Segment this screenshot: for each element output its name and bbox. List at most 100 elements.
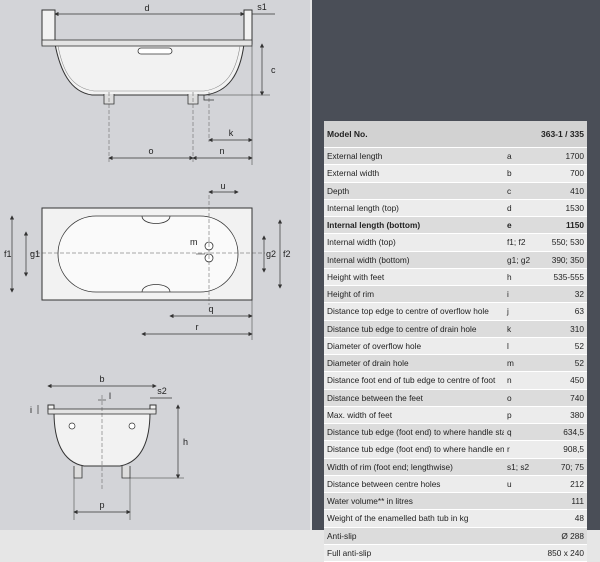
spec-symbol: u <box>504 475 538 494</box>
spec-label: Distance between the feet <box>324 389 504 407</box>
end-foot-left <box>73 466 83 479</box>
spec-symbol: e <box>504 216 538 235</box>
dim-label-s2: s2 <box>157 386 167 396</box>
dim-label-d: d <box>144 3 149 13</box>
spec-label: Water volume** in litres <box>324 492 504 511</box>
spec-label: External length <box>324 147 504 166</box>
end-overflow-hole <box>68 422 76 430</box>
drain-pipe <box>203 95 214 101</box>
spec-label: Distance between centre holes <box>324 475 504 494</box>
spec-value: 908,5 <box>538 440 587 459</box>
dim-label-b: b <box>99 374 104 384</box>
spec-symbol: s1; s2 <box>504 458 538 476</box>
inner-contour <box>57 45 241 92</box>
dim-label-k: k <box>229 128 234 138</box>
spec-value: 450 <box>538 371 587 390</box>
spec-value: 634,5 <box>538 423 587 442</box>
spec-row: Full anti-slip 850 x 240 <box>324 544 587 562</box>
spec-label: Width of rim (foot end; lengthwise) <box>324 458 504 476</box>
dim-label-h: h <box>183 437 188 447</box>
technical-drawing: d s1 c k o n u f1 <box>0 0 310 530</box>
spec-value: 740 <box>538 389 587 407</box>
spec-value: 535-555 <box>538 268 587 287</box>
spec-value: 390; 350 <box>538 251 587 269</box>
spec-label: Distance tub edge to centre of drain hol… <box>324 320 504 338</box>
spec-row: Distance tub edge (foot end) to where ha… <box>324 423 587 442</box>
spec-symbol: q <box>504 423 538 442</box>
spec-header-row: Model No. 363-1 / 335 <box>324 121 587 148</box>
spec-label: Diameter of overflow hole <box>324 337 504 356</box>
spec-label: Weight of the enamelled bath tub in kg <box>324 509 504 528</box>
spec-value: 63 <box>538 302 587 321</box>
side-view-rim <box>41 39 253 47</box>
spec-label: Diameter of drain hole <box>324 354 504 373</box>
spec-symbol: g1; g2 <box>504 251 538 269</box>
header-spacer <box>504 121 538 148</box>
spec-value: 52 <box>538 337 587 356</box>
spec-symbol: l <box>504 337 538 356</box>
spec-label: Depth <box>324 182 504 200</box>
spec-label: Distance tub edge (foot end) to where ha… <box>324 440 504 459</box>
spec-symbol: r <box>504 440 538 459</box>
top-view: u f1 g1 m g2 f2 q r <box>4 181 291 340</box>
spec-value: 1530 <box>538 199 587 218</box>
handle-top <box>141 215 171 224</box>
spec-symbol: h <box>504 268 538 287</box>
spec-symbol: m <box>504 354 538 373</box>
spec-label: Distance tub edge (foot end) to where ha… <box>324 423 504 442</box>
spec-label: Internal length (top) <box>324 199 504 218</box>
spec-symbol: b <box>504 164 538 183</box>
spec-label: Full anti-slip <box>324 544 504 562</box>
spec-symbol: n <box>504 371 538 390</box>
drawing-canvas: d s1 c k o n u f1 <box>4 2 291 520</box>
spec-symbol: a <box>504 147 538 166</box>
dim-label-m: m <box>190 237 198 247</box>
spec-symbol <box>504 544 538 562</box>
top-view-inner <box>57 215 239 293</box>
spec-value: 850 x 240 <box>538 544 587 562</box>
spec-symbol: c <box>504 182 538 200</box>
end-overflow-hole <box>128 422 136 430</box>
spec-symbol: o <box>504 389 538 407</box>
model-label: Model No. <box>324 121 504 148</box>
model-number: 363-1 / 335 <box>538 121 587 148</box>
dim-label-u: u <box>220 181 225 191</box>
spec-symbol <box>504 509 538 528</box>
handle-slot <box>137 47 173 55</box>
end-view: b s2 l i h p <box>30 374 188 520</box>
spec-label: External width <box>324 164 504 183</box>
spec-value: 32 <box>538 285 587 304</box>
dim-label-f2: f2 <box>283 249 291 259</box>
spec-value: 111 <box>538 492 587 511</box>
spec-label: Distance top edge to centre of overflow … <box>324 302 504 321</box>
dim-label-i: i <box>30 405 32 415</box>
spec-value: 212 <box>538 475 587 494</box>
dim-label-f1: f1 <box>4 249 12 259</box>
spec-symbol: d <box>504 199 538 218</box>
spec-label: Max. width of feet <box>324 406 504 425</box>
spec-symbol: i <box>504 285 538 304</box>
spec-row: Distance foot end of tub edge to centre … <box>324 371 587 390</box>
dim-label-c: c <box>271 65 276 75</box>
spec-label: Distance foot end of tub edge to centre … <box>324 371 504 390</box>
dim-label-l: l <box>109 391 111 401</box>
dim-label-s1: s1 <box>257 2 267 12</box>
spec-label: Internal width (top) <box>324 233 504 252</box>
spec-value: 380 <box>538 406 587 425</box>
spec-symbol: j <box>504 302 538 321</box>
spec-value: 52 <box>538 354 587 373</box>
spec-value: 1150 <box>538 216 587 235</box>
dim-label-g2: g2 <box>266 249 276 259</box>
spec-row: Distance tub edge (foot end) to where ha… <box>324 440 587 459</box>
spec-label: Internal width (bottom) <box>324 251 504 269</box>
spec-value: 700 <box>538 164 587 183</box>
